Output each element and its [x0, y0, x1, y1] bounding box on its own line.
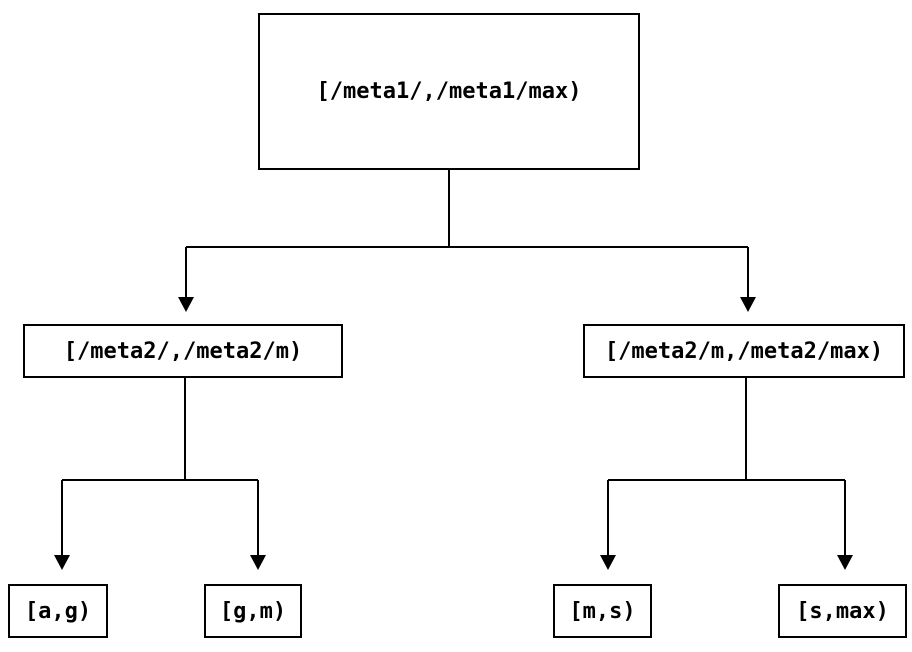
tree-node-label: [/meta1/,/meta1/max): [316, 79, 582, 104]
tree-node-label: [a,g): [24, 598, 92, 624]
tree-node-label: [g,m): [219, 598, 287, 624]
tree-node-label: [/meta2/m,/meta2/max): [604, 338, 884, 364]
tree-node-meta2-left: [/meta2/,/meta2/m): [23, 324, 343, 378]
tree-node-leaf-ag: [a,g): [8, 584, 108, 638]
tree-node-root: [/meta1/,/meta1/max): [258, 13, 640, 170]
arrowhead-icon: [250, 555, 266, 570]
tree-node-label: [/meta2/,/meta2/m): [63, 338, 303, 364]
arrowhead-icon: [600, 555, 616, 570]
arrowhead-icon: [54, 555, 70, 570]
arrowhead-icon: [178, 297, 194, 312]
tree-node-meta2-right: [/meta2/m,/meta2/max): [583, 324, 905, 378]
tree-node-leaf-gm: [g,m): [204, 584, 302, 638]
tree-node-leaf-ms: [m,s): [553, 584, 652, 638]
arrowhead-icon: [837, 555, 853, 570]
tree-node-label: [s,max): [796, 598, 889, 624]
tree-node-leaf-smax: [s,max): [778, 584, 907, 638]
tree-node-label: [m,s): [569, 598, 636, 624]
arrowhead-icon: [740, 297, 756, 312]
